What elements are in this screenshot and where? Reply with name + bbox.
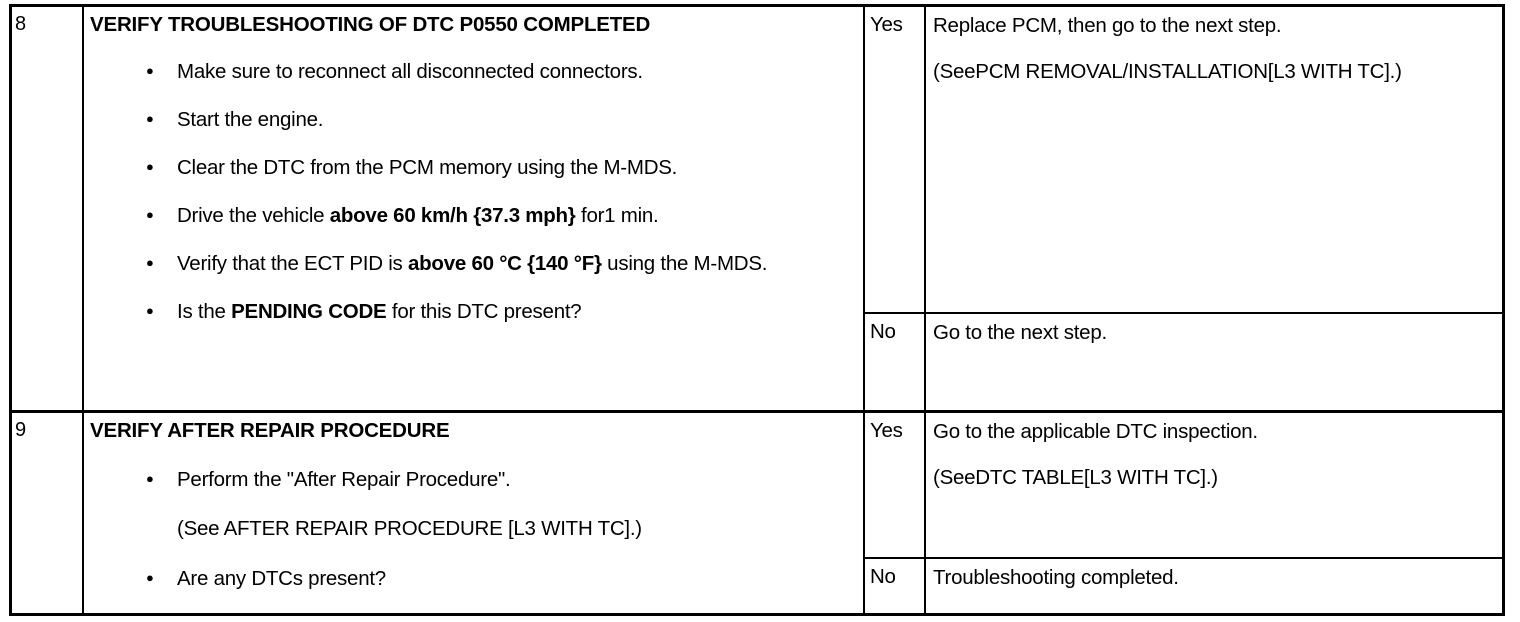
- answer-row-yes: Yes Go to the applicable DTC inspection.…: [865, 413, 1502, 559]
- answer-text-no: Go to the next step.: [926, 314, 1502, 413]
- step-number: 9: [15, 419, 26, 441]
- inspection-cell: VERIFY AFTER REPAIR PROCEDURE Perform th…: [84, 413, 865, 616]
- step-number: 8: [15, 13, 26, 35]
- answer-key-no: No: [865, 559, 926, 616]
- table-row: 8 VERIFY TROUBLESHOOTING OF DTC P0550 CO…: [12, 7, 1502, 413]
- list-item: Verify that the ECT PID is above 60 °C {…: [84, 250, 863, 276]
- procedure-bullet-list: Perform the "After Repair Procedure". (S…: [84, 466, 863, 591]
- answer-line: Go to the next step.: [933, 321, 1107, 344]
- answer-line: Troubleshooting completed.: [933, 566, 1179, 589]
- answers-cell: Yes Go to the applicable DTC inspection.…: [865, 413, 1502, 616]
- answer-text-no: Troubleshooting completed.: [926, 559, 1502, 616]
- answer-row-no: No Troubleshooting completed.: [865, 559, 1502, 616]
- list-item: Is the PENDING CODE for this DTC present…: [84, 298, 863, 324]
- answers-cell: Yes Replace PCM, then go to the next ste…: [865, 7, 1502, 413]
- answer-row-no: No Go to the next step.: [865, 314, 1502, 413]
- answer-text-yes: Replace PCM, then go to the next step. (…: [926, 7, 1502, 312]
- table-row: 9 VERIFY AFTER REPAIR PROCEDURE Perform …: [12, 413, 1502, 616]
- answer-key-yes: Yes: [865, 413, 926, 557]
- answer-row-yes: Yes Replace PCM, then go to the next ste…: [865, 7, 1502, 314]
- list-item: Clear the DTC from the PCM memory using …: [84, 154, 863, 180]
- answer-key-yes: Yes: [865, 7, 926, 312]
- procedure-title: VERIFY AFTER REPAIR PROCEDURE: [90, 419, 450, 442]
- inspection-cell: VERIFY TROUBLESHOOTING OF DTC P0550 COMP…: [84, 7, 865, 410]
- answer-line: Replace PCM, then go to the next step.: [933, 14, 1282, 37]
- procedure-title: VERIFY TROUBLESHOOTING OF DTC P0550 COMP…: [90, 13, 651, 36]
- answer-reference-link: (SeePCM REMOVAL/INSTALLATION[L3 WITH TC]…: [933, 60, 1402, 83]
- troubleshooting-table: 8 VERIFY TROUBLESHOOTING OF DTC P0550 CO…: [9, 4, 1505, 616]
- list-item: Drive the vehicle above 60 km/h {37.3 mp…: [84, 202, 863, 228]
- list-item: Are any DTCs present?: [84, 565, 863, 591]
- step-number-cell: 8: [12, 7, 84, 410]
- answer-text-yes: Go to the applicable DTC inspection. (Se…: [926, 413, 1502, 557]
- procedure-bullet-list: Make sure to reconnect all disconnected …: [84, 58, 863, 324]
- answer-line: Go to the applicable DTC inspection.: [933, 420, 1258, 443]
- list-item: Start the engine.: [84, 106, 863, 132]
- step-number-cell: 9: [12, 413, 84, 616]
- answer-reference-link: (SeeDTC TABLE[L3 WITH TC].): [933, 466, 1218, 489]
- list-item: Perform the "After Repair Procedure".: [84, 466, 863, 492]
- procedure-reference-link: (See AFTER REPAIR PROCEDURE [L3 WITH TC]…: [177, 517, 642, 540]
- answer-key-no: No: [865, 314, 926, 413]
- list-item: Make sure to reconnect all disconnected …: [84, 58, 863, 84]
